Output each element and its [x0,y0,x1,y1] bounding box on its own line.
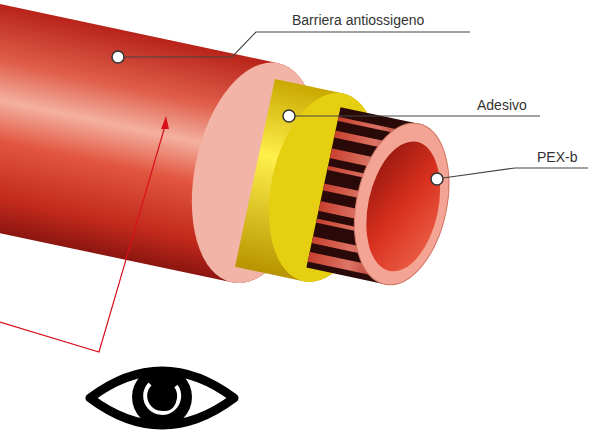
pointer-line [0,126,165,352]
leader-dot [112,51,124,63]
pipe-bore [355,135,451,279]
leader-line [124,32,470,57]
leader-lines [124,32,588,178]
eye-pupil [154,389,176,411]
part-label: Adesivo [477,97,527,113]
eye-iris [132,367,192,427]
part-label: PEX-b [537,149,577,165]
pex-end [341,114,463,293]
leader-dot [431,173,443,185]
part-label: Barriera antiossigeno [292,12,424,28]
leader-line [295,115,540,116]
view-pointer [0,116,169,352]
leader-dot [283,110,295,122]
eye-icon [90,367,234,427]
leader-dots [112,51,443,185]
pointer-head [161,116,169,129]
pipe [0,3,469,323]
eye-glint [145,384,179,413]
leader-line [443,168,588,178]
